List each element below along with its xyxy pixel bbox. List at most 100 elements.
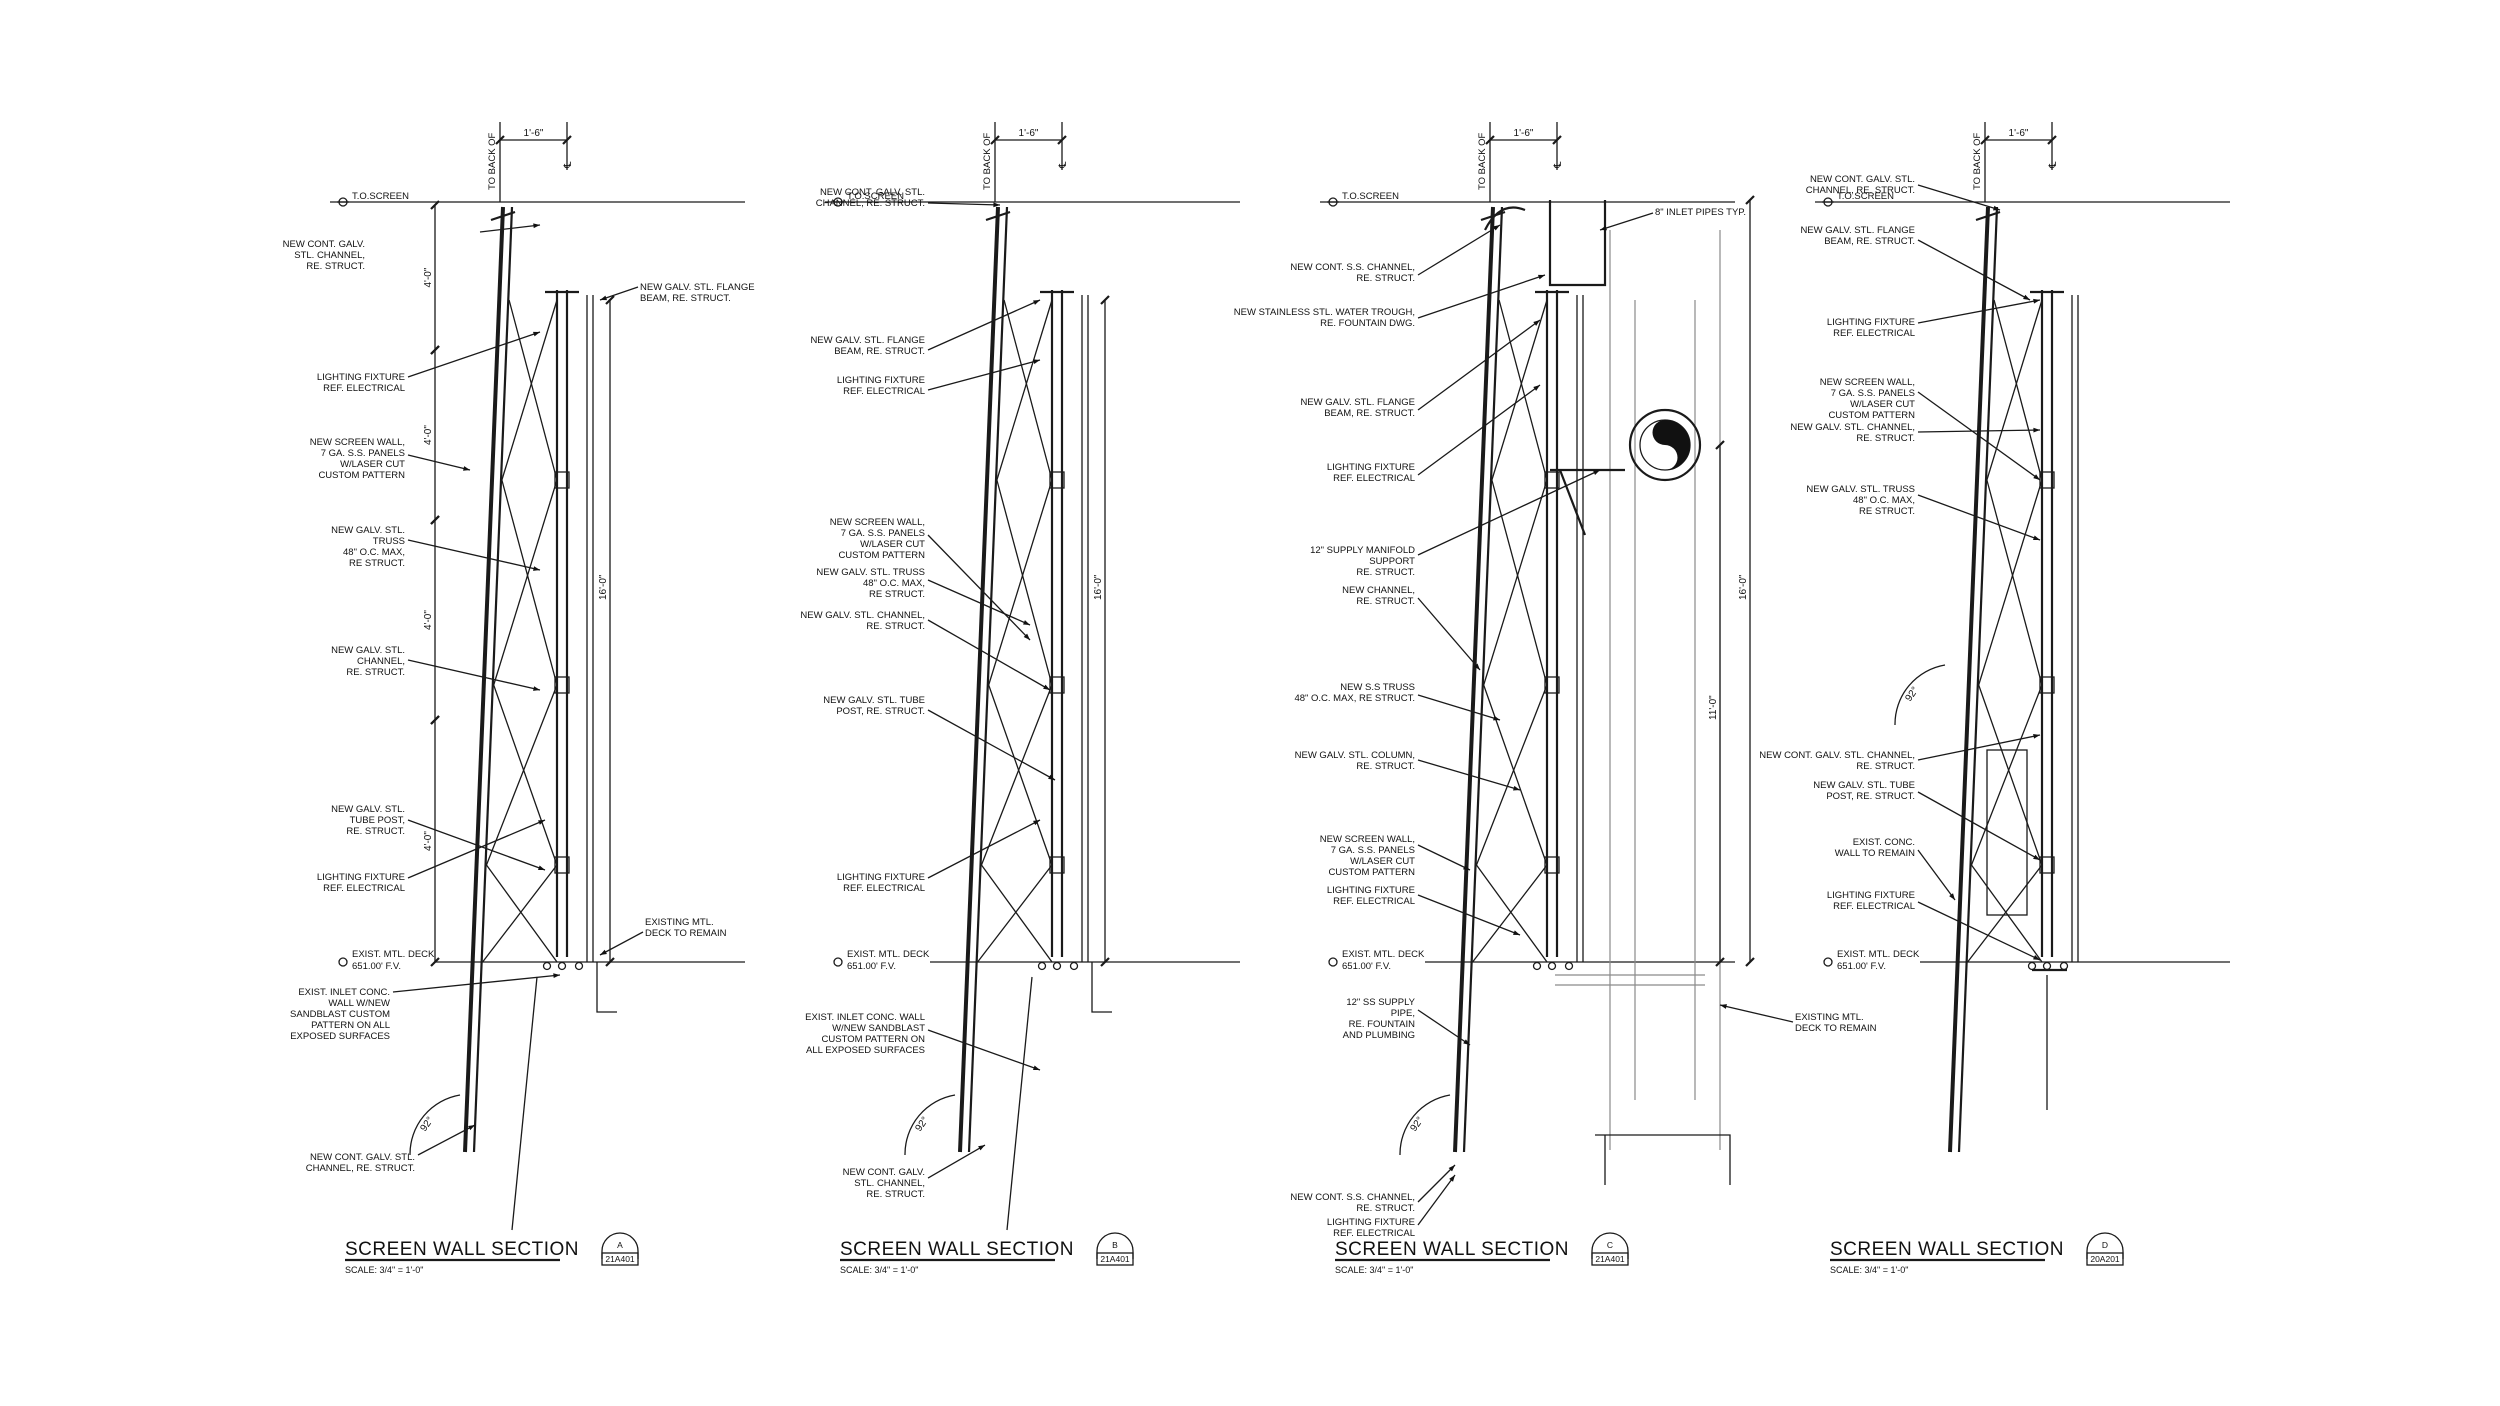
truss-diagonal: [977, 864, 1053, 963]
callout-text: 7 GA. S.S. PANELS: [1331, 845, 1415, 856]
dimension-tick: [1100, 957, 1110, 967]
channel-clip: [2039, 856, 2055, 874]
to-back-of-label: TO BACK OF: [1477, 132, 1488, 190]
dimension-text: 16'-0": [598, 574, 609, 600]
callout-text: NEW GALV. STL.: [331, 645, 405, 656]
dimension-tick: [1745, 195, 1755, 205]
dimension-text: 11'-0": [1708, 695, 1719, 720]
callout-text: LIGHTING FIXTURE: [1327, 885, 1415, 896]
callout-text: LIGHTING FIXTURE: [317, 372, 405, 383]
bolt: [1037, 961, 1047, 971]
callout-label: NEW GALV. STL. CHANNEL,RE. STRUCT.: [1790, 422, 2041, 444]
leader-line: [927, 579, 1031, 626]
callout-text: RE. STRUCT.: [1356, 567, 1415, 578]
level-marker: [833, 957, 843, 967]
angle-arc: [1399, 1094, 1451, 1156]
centerline-symbol: ℄: [1058, 161, 1069, 169]
callout-text: W/LASER CUT: [860, 539, 925, 550]
callout-text: DECK TO REMAIN: [645, 928, 727, 939]
channel-clip: [1544, 471, 1560, 489]
channel-clip: [1544, 676, 1560, 694]
leader-line: [599, 286, 639, 301]
leader-arrowhead: [1493, 715, 1500, 721]
manifold-pipe-section: [1628, 408, 1702, 482]
callout-text: W/LASER CUT: [340, 459, 405, 470]
section-letter: D: [2102, 1240, 2108, 1250]
leader-line: [1917, 391, 2041, 481]
bolt: [574, 961, 584, 971]
callout-text: STL. CHANNEL,: [294, 250, 365, 261]
leader-line: [1417, 274, 1546, 319]
callout-text: CUSTOM PATTERN ON: [822, 1034, 926, 1045]
callout-text: W/LASER CUT: [1850, 399, 1915, 410]
leader-line: [927, 619, 1051, 691]
leader-arrowhead: [2033, 535, 2040, 540]
truss-diagonal: [485, 864, 558, 963]
callout-text: EXIST. CONC.: [1853, 837, 1915, 848]
channel-clip: [2039, 676, 2055, 694]
callout-text: PATTERN ON ALL: [311, 1020, 390, 1031]
callout-text: POST, RE. STRUCT.: [1826, 791, 1915, 802]
callout-text: CHANNEL, RE. STRUCT.: [1806, 185, 1915, 196]
angle-arc: [1894, 664, 1946, 726]
callout-text: 7 GA. S.S. PANELS: [841, 528, 925, 539]
leader-line: [1417, 319, 1541, 411]
leader-arrowhead: [2033, 427, 2040, 433]
callout-text: LIGHTING FIXTURE: [1827, 890, 1915, 901]
truss-diagonal: [1003, 299, 1053, 481]
dimension-tick: [1057, 135, 1067, 145]
trough-lip: [1484, 206, 1526, 231]
callout-text: RE. STRUCT.: [1356, 273, 1415, 284]
leader-line: [1917, 494, 2041, 541]
leader-arrowhead: [538, 820, 545, 825]
dimension-tick: [605, 957, 615, 967]
callout-text: WALL W/NEW: [328, 998, 390, 1009]
leader-line: [1417, 1174, 1456, 1226]
callout-text: NEW GALV. STL. CHANNEL,: [1790, 422, 1915, 433]
bolt: [2042, 961, 2052, 971]
leader-line: [1417, 894, 1521, 936]
channel-clip: [554, 471, 570, 489]
callout-label: NEW CONT. GALV. STL.CHANNEL, RE. STRUCT.: [1806, 174, 2001, 211]
callout-text: NEW GALV. STL. FLANGE: [640, 282, 755, 293]
leader-arrowhead: [1043, 684, 1050, 690]
leader-arrowhead: [1449, 1175, 1455, 1182]
truss-diagonal: [980, 864, 1053, 963]
screen-panel-outer: [1453, 206, 1495, 1153]
leader-line: [1417, 694, 1501, 721]
screen-panel-inner: [1462, 206, 1504, 1153]
deck-label: EXIST. MTL. DECK: [847, 949, 930, 960]
callout-text: NEW CONT. S.S. CHANNEL,: [1290, 262, 1415, 273]
leader-arrowhead: [1533, 385, 1540, 391]
callout-text: NEW GALV. STL.: [331, 804, 405, 815]
callout-text: 48" O.C. MAX,: [1853, 495, 1915, 506]
truss-diagonal: [1498, 299, 1548, 481]
leader-line: [1599, 212, 1654, 231]
centerline-symbol: ℄: [563, 161, 574, 169]
callout-label: NEW GALV. STL.CHANNEL,RE. STRUCT.: [331, 645, 541, 691]
callout-label: NEW GALV. STL. CHANNEL,RE. STRUCT.: [800, 610, 1051, 691]
water-trough: [1548, 200, 1607, 287]
dimension-tick: [430, 515, 440, 525]
leader-arrowhead: [1600, 225, 1607, 231]
callout-text: 12" SS SUPPLY: [1346, 997, 1415, 1008]
truss-diagonal: [1967, 864, 2043, 963]
callout-text: BEAM, RE. STRUCT.: [1824, 236, 1915, 247]
callout-text: RE STRUCT.: [1859, 506, 1915, 517]
scale-text: SCALE: 3/4" = 1'-0": [1335, 1265, 1413, 1275]
leader-arrowhead: [1033, 359, 1040, 365]
callout-text: NEW CONT. GALV.: [843, 1167, 925, 1178]
callout-text: CUSTOM PATTERN: [1328, 867, 1415, 878]
callout-label: NEW SCREEN WALL,7 GA. S.S. PANELSW/LASER…: [1320, 834, 1471, 878]
dimension-tick: [1745, 957, 1755, 967]
truss-diagonal: [996, 479, 1053, 686]
callout-text: NEW CONT. GALV. STL.: [310, 1152, 415, 1163]
leader-line: [1417, 597, 1481, 671]
truss-diagonal: [501, 479, 558, 686]
